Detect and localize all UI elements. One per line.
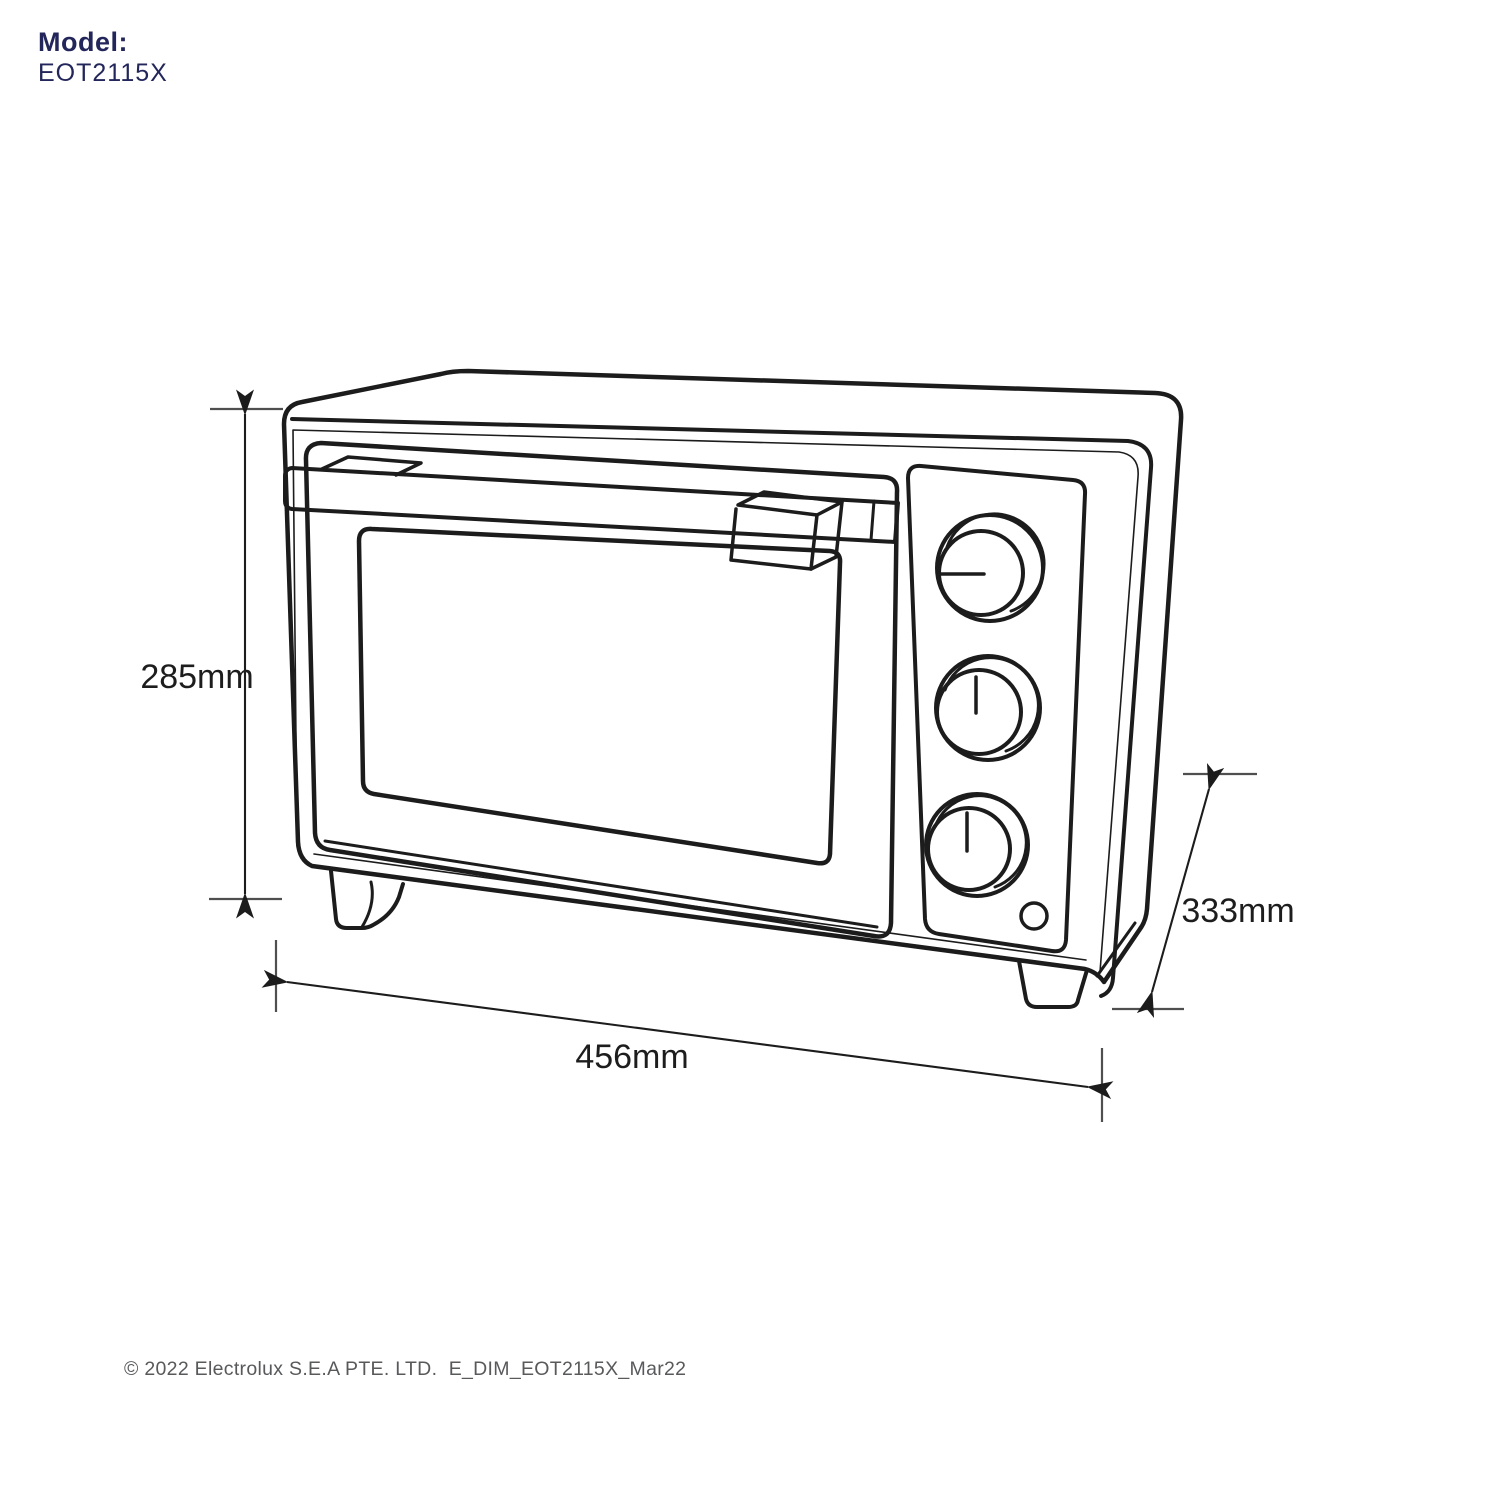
oven-inner-accent-line: [292, 429, 1139, 973]
door-window: [356, 526, 843, 866]
handle-bar-end-facet: [869, 499, 876, 542]
knob-top-cap: [937, 529, 1025, 617]
knob-bottom: [924, 792, 1030, 898]
depth-dimension-label: 333mm: [1181, 892, 1294, 930]
handle-right-bracket-top: [736, 490, 844, 517]
copyright-text: © 2022 Electrolux S.E.A PTE. LTD. E_DIM_…: [124, 1358, 687, 1380]
knob-middle-cap: [935, 668, 1023, 756]
knob-bottom-outer-ring: [924, 792, 1030, 898]
depth-dimension-arrow: [1136, 762, 1225, 1019]
knob-top-skirt-arc: [945, 512, 1046, 613]
depth-dimension: 333mm: [1112, 762, 1295, 1019]
knob-top: [935, 512, 1046, 623]
knob-bottom-skirt-arc: [933, 794, 1028, 889]
knob-bottom-cap: [926, 806, 1012, 892]
width-dimension-arrow: [261, 969, 1114, 1100]
width-dimension: 456mm: [261, 940, 1114, 1122]
foot-left: [329, 869, 405, 930]
model-number: EOT2115X: [38, 58, 168, 87]
indicator-light: [1019, 901, 1049, 931]
height-dimension: 285mm: [140, 389, 283, 919]
oven-side-bottom-line: [1095, 921, 1137, 978]
door-outline: [303, 440, 900, 939]
oven-door: [303, 440, 900, 939]
control-panel-outline: [906, 463, 1088, 954]
handle-left-bracket: [320, 455, 423, 477]
knob-middle-skirt-arc: [943, 656, 1040, 753]
width-dimension-label: 456mm: [575, 1038, 688, 1076]
handle-right-bracket-front: [729, 507, 813, 571]
door-bottom-line: [323, 839, 879, 929]
control-panel: [906, 463, 1088, 954]
height-dimension-label: 285mm: [140, 658, 253, 696]
handle-bar: [283, 466, 900, 544]
knob-middle: [934, 654, 1042, 762]
foot-left-inner-curve: [360, 880, 374, 929]
model-label: Model:: [38, 27, 128, 57]
model-block: Model: EOT2115X: [38, 27, 168, 89]
handle-right-bracket-side: [809, 500, 844, 571]
door-handle: [283, 455, 900, 571]
